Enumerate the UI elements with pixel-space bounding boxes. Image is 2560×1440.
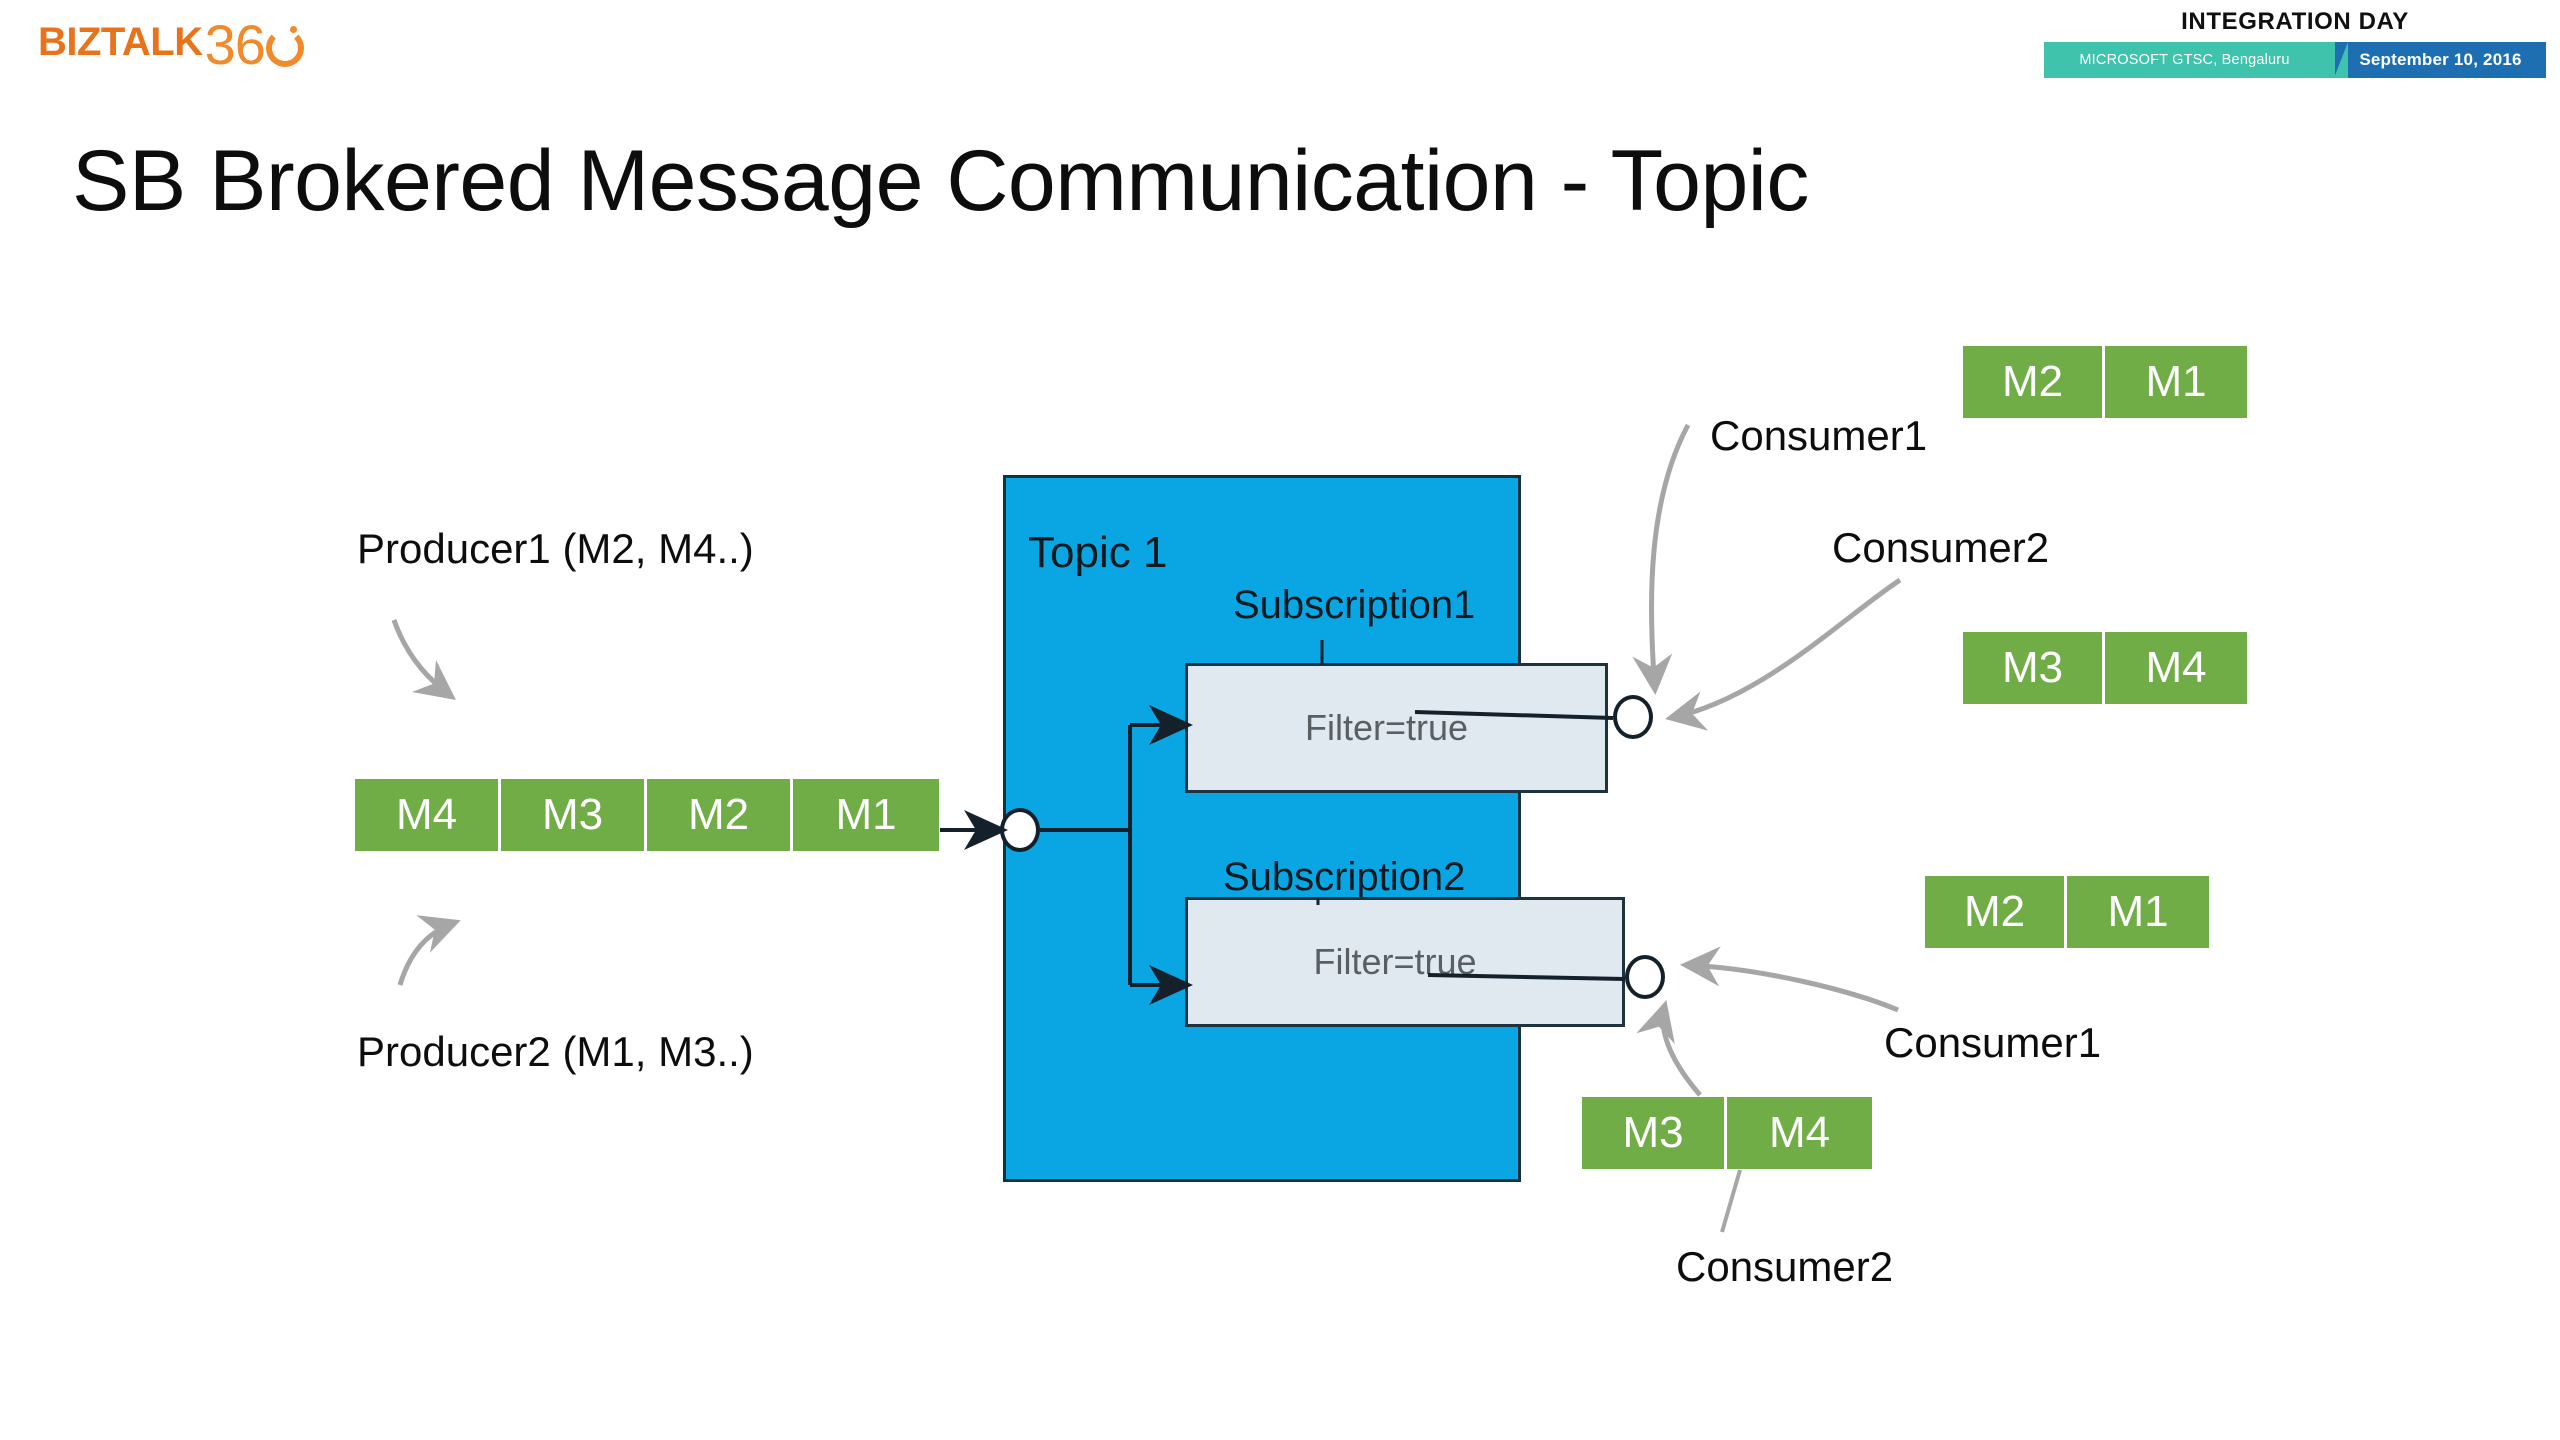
consumer1-subscription1-arrow: [1632, 423, 1691, 695]
message-chip: M4: [1727, 1097, 1872, 1169]
consumer2-subscription1-label: Consumer2: [1832, 524, 2050, 571]
producer2-arrow: [397, 915, 461, 986]
message-chip: M2: [1963, 346, 2105, 418]
producer1-arrow: [391, 619, 456, 701]
producer1-label: Producer1 (M2, M4..): [357, 525, 754, 572]
message-chip: M1: [793, 779, 939, 851]
topic-inlet-port-icon: [1000, 808, 1040, 852]
event-venue: MICROSOFT GTSC, Bengaluru: [2044, 42, 2348, 78]
producer2-label: Producer2 (M1, M3..): [357, 1028, 754, 1075]
subscription1-box: Filter=true: [1185, 663, 1608, 793]
logo-wordmark: BIZTALK: [38, 19, 203, 64]
topic-box: [1003, 475, 1521, 1182]
logo-number: 36: [204, 13, 266, 76]
event-title: INTEGRATION DAY: [2181, 8, 2409, 35]
subscription2-box: Filter=true: [1185, 897, 1625, 1027]
subscription1-label: Subscription1: [1233, 583, 1476, 627]
message-chip: M1: [2105, 346, 2247, 418]
consumer1-subscription2-arrow: [1680, 946, 1899, 1013]
consumer2-subscription2-label: Consumer2: [1676, 1243, 1894, 1290]
message-chip: M4: [2105, 632, 2247, 704]
message-chip: M3: [1963, 632, 2105, 704]
consumer2-subscription1-arrow: [1665, 577, 1902, 731]
subscription1-filter: Filter=true: [1304, 707, 1469, 748]
message-chip: M4: [355, 779, 501, 851]
consumer1-subscription1-label: Consumer1: [1710, 412, 1928, 459]
message-chip: M2: [1925, 876, 2067, 948]
subscription2-filter: Filter=true: [1313, 941, 1477, 982]
consumer1-subscription2-label: Consumer1: [1884, 1019, 2102, 1066]
subscription2-outlet-port-icon: [1625, 955, 1665, 999]
consumer2-subscription2-leader: [1720, 1169, 1742, 1233]
ring-o-icon: [265, 26, 304, 67]
topic-label: Topic 1: [1028, 528, 1168, 577]
message-chip: M3: [1582, 1097, 1727, 1169]
event-header: INTEGRATION DAY MICROSOFT GTSC, Bengalur…: [2044, 8, 2546, 78]
consumer2-subscription2-arrow: [1636, 1000, 1702, 1097]
message-chip: M3: [501, 779, 647, 851]
page-title: SB Brokered Message Communication - Topi…: [72, 133, 1809, 229]
event-date: September 10, 2016: [2335, 42, 2546, 78]
biztalk360-logo: BIZTALK 36: [38, 13, 304, 76]
subscription2-label: Subscription2: [1223, 855, 1466, 899]
event-banner: MICROSOFT GTSC, Bengaluru September 10, …: [2044, 42, 2546, 78]
message-chip: M2: [647, 779, 793, 851]
message-chip: M1: [2067, 876, 2209, 948]
subscription1-outlet-port-icon: [1613, 695, 1653, 739]
